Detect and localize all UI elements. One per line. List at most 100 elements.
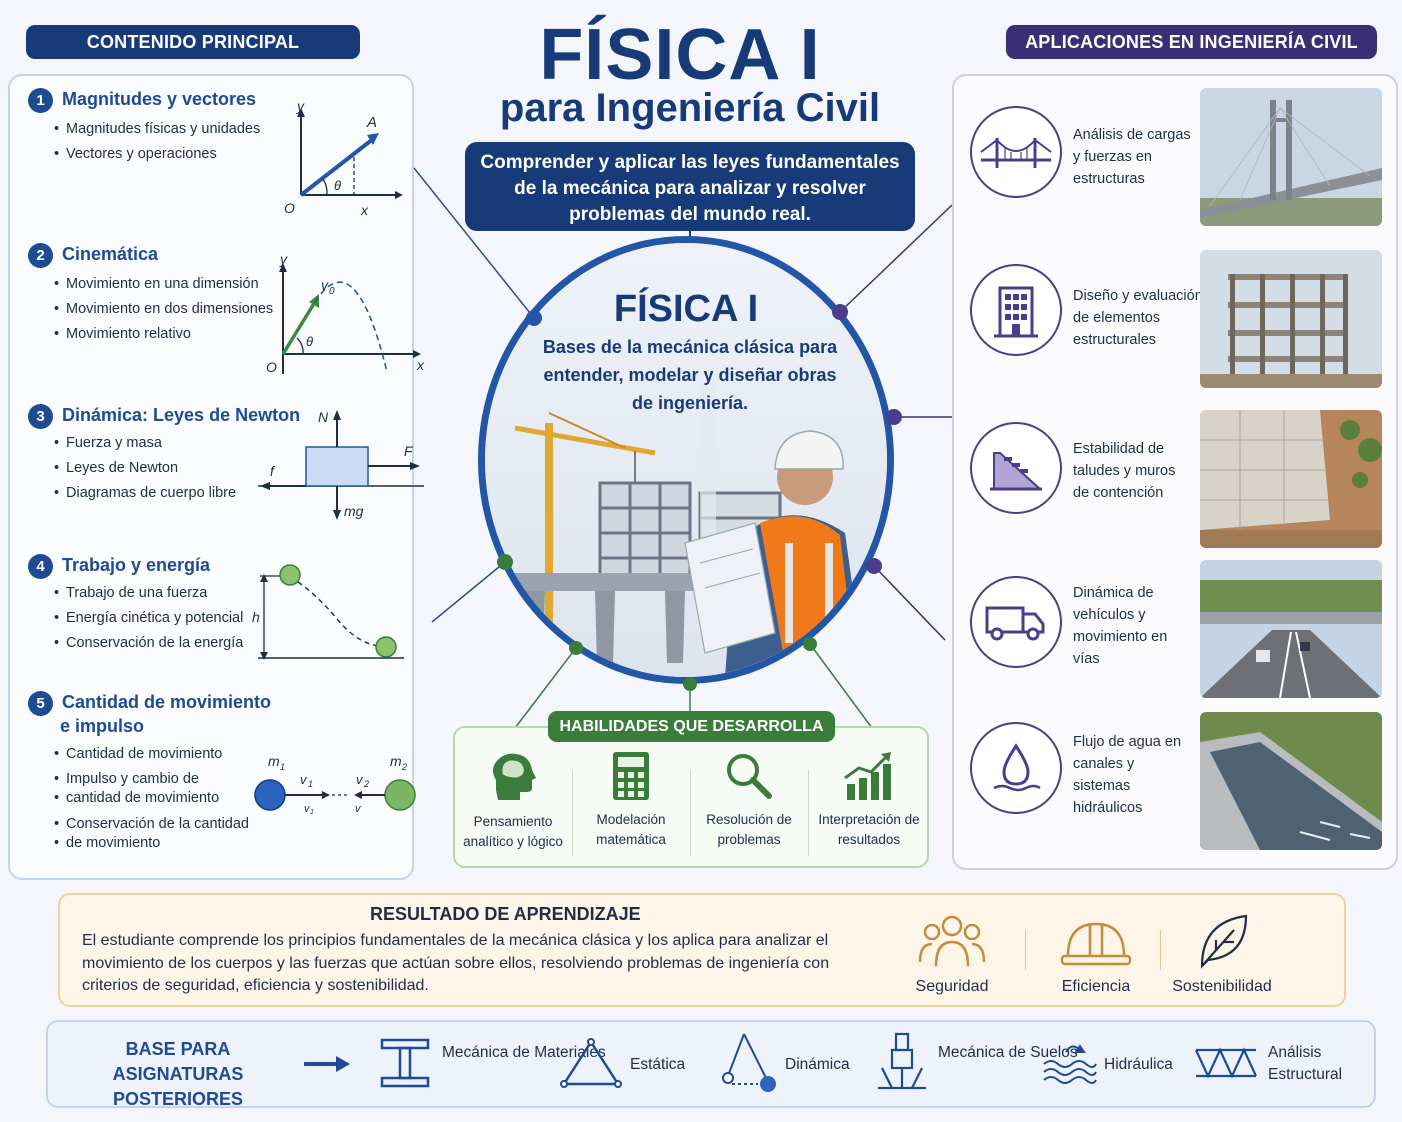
waves-icon: [1043, 1044, 1097, 1084]
topic-number: 1: [28, 88, 53, 113]
soil-drill-icon: [878, 1032, 926, 1090]
topic-item: Magnitudes físicas y unidades: [54, 117, 260, 142]
m2-label: m: [390, 753, 402, 769]
arrow-right-icon: [304, 1056, 350, 1072]
center-title: FÍSICA I: [613, 288, 759, 330]
topic-item: Movimiento en dos dimensiones: [54, 297, 273, 322]
water-drop-icon: [993, 743, 1041, 792]
m1-label: m: [268, 753, 280, 769]
topic-item: Leyes de Newton: [54, 456, 236, 481]
free-body-diagram: N F f mg: [258, 409, 424, 520]
topic-items: Trabajo de una fuerza Energía cinética y…: [54, 581, 243, 656]
triangle-icon: [560, 1038, 622, 1088]
topic-item: Movimiento en una dimensión: [54, 272, 273, 297]
value-label: Eficiencia: [1061, 978, 1131, 995]
topic-title: Trabajo y energía: [62, 555, 211, 575]
application-text: Dinámica de vehículos y movimiento en ví…: [1073, 585, 1168, 667]
value-label: Seguridad: [915, 978, 989, 995]
center-circle: [478, 236, 894, 684]
highway-photo: [1200, 560, 1382, 698]
topic-title-line2: e impulso: [60, 716, 145, 736]
engineer-illustration: [684, 430, 865, 677]
magnifier-icon: [727, 754, 772, 799]
origin-label: O: [284, 200, 295, 216]
skill-divider: [808, 770, 809, 856]
application-icon: [970, 576, 1062, 668]
calculator-icon: [613, 752, 649, 800]
v2-subscript: 2: [363, 779, 369, 789]
topic-number: 2: [28, 243, 53, 268]
topic-items: Magnitudes físicas y unidades Vectores y…: [54, 117, 260, 167]
topic-item: Diagramas de cuerpo libre: [54, 481, 236, 506]
topic-item: Energía cinética y potencial: [54, 606, 243, 631]
skill-label: Resolución de problemas: [706, 812, 792, 847]
pendulum-icon: [722, 1033, 776, 1092]
application-icon: [970, 106, 1062, 198]
v1-after-label: v: [304, 803, 311, 815]
topic-title: Magnitudes y vectores: [62, 89, 257, 109]
topic-item: Movimiento relativo: [54, 322, 273, 347]
retaining-wall-photo: [1200, 410, 1382, 548]
topic-item: Fuerza y masa: [54, 431, 236, 456]
skill-label: Modelación matemática: [596, 812, 666, 847]
application-icon: [970, 422, 1062, 514]
application-text: Análisis de cargas y fuerzas en estructu…: [1073, 127, 1191, 187]
axis-label-x: x: [360, 202, 369, 218]
vector-a-label: A: [366, 114, 377, 131]
center-subtitle: Bases de la mecánica clásica para entend…: [542, 337, 838, 413]
topic-number: 3: [28, 404, 53, 429]
truck-icon: [985, 606, 1045, 641]
result-text: El estudiante comprende los principios f…: [82, 932, 830, 994]
crane-icon: [514, 412, 656, 633]
value-divider: [1025, 930, 1026, 970]
skill-item: Pensamiento analítico y lógico: [458, 750, 568, 852]
v1-after-subscript: 1: [310, 809, 314, 816]
m2-subscript: 2: [401, 762, 407, 772]
result-box: [58, 893, 1346, 1007]
skill-label: Pensamiento analítico y lógico: [463, 814, 563, 849]
v1-label: v: [300, 772, 308, 787]
energy-diagram: h: [252, 564, 404, 660]
construction-illustration: [485, 243, 887, 677]
topic-item: Impulso y cambio de: [54, 767, 249, 792]
main-title: FÍSICA I: [539, 15, 821, 95]
base-box: [46, 1020, 1376, 1108]
application-text: Flujo de agua en canales y sistemas hidr…: [1073, 734, 1182, 816]
topic-item: Cantidad de movimiento: [54, 742, 249, 767]
brain-head-icon: [493, 753, 536, 800]
normal-force-label: N: [318, 409, 329, 425]
origin-label: O: [266, 359, 277, 375]
friction-label: f: [270, 463, 276, 479]
i-beam-icon: [380, 1038, 430, 1088]
base-title: BASE PARA ASIGNATURAS POSTERIORES: [112, 1039, 244, 1109]
subject-label: Mecánica de Materiales: [442, 1044, 606, 1061]
application-icon: [970, 722, 1062, 814]
topic-item-continuation: cantidad de movimiento: [54, 789, 249, 808]
building-icon: [994, 286, 1038, 338]
topic-item: Conservación de la energía: [54, 631, 243, 656]
topic-items: Movimiento en una dimensión Movimiento e…: [54, 272, 273, 347]
topic-title-line1: Cantidad de movimiento: [62, 692, 272, 712]
main-subtitle: para Ingeniería Civil: [499, 86, 881, 130]
v0-subscript: 0: [329, 286, 335, 297]
hard-hat-icon: [1060, 922, 1132, 966]
skills-header: HABILIDADES QUE DESARROLLA: [548, 711, 835, 742]
skill-item: Modelación matemática: [576, 750, 686, 850]
axis-label-y: y: [296, 98, 305, 114]
skill-item: Resolución de problemas: [694, 750, 804, 850]
contenido-principal-header: CONTENIDO PRINCIPAL: [26, 25, 360, 59]
skill-label: Interpretación de resultados: [818, 812, 920, 847]
topic-item-text: cantidad de movimiento: [66, 790, 220, 806]
topic-number: 5: [28, 691, 53, 716]
value-divider: [1160, 930, 1161, 970]
vector-diagram: y x O A θ: [284, 98, 403, 218]
v2-label: v: [356, 772, 364, 787]
v1-subscript: 1: [308, 779, 313, 789]
applied-force-label: F: [404, 443, 414, 459]
skill-divider: [690, 770, 691, 856]
truss-icon: [1195, 1047, 1257, 1079]
topic-item: Vectores y operaciones: [54, 142, 260, 167]
people-group-icon: [918, 915, 986, 967]
building-frame-photo: [1200, 250, 1382, 388]
application-text: Diseño y evaluación de elementos estruct…: [1073, 288, 1203, 348]
